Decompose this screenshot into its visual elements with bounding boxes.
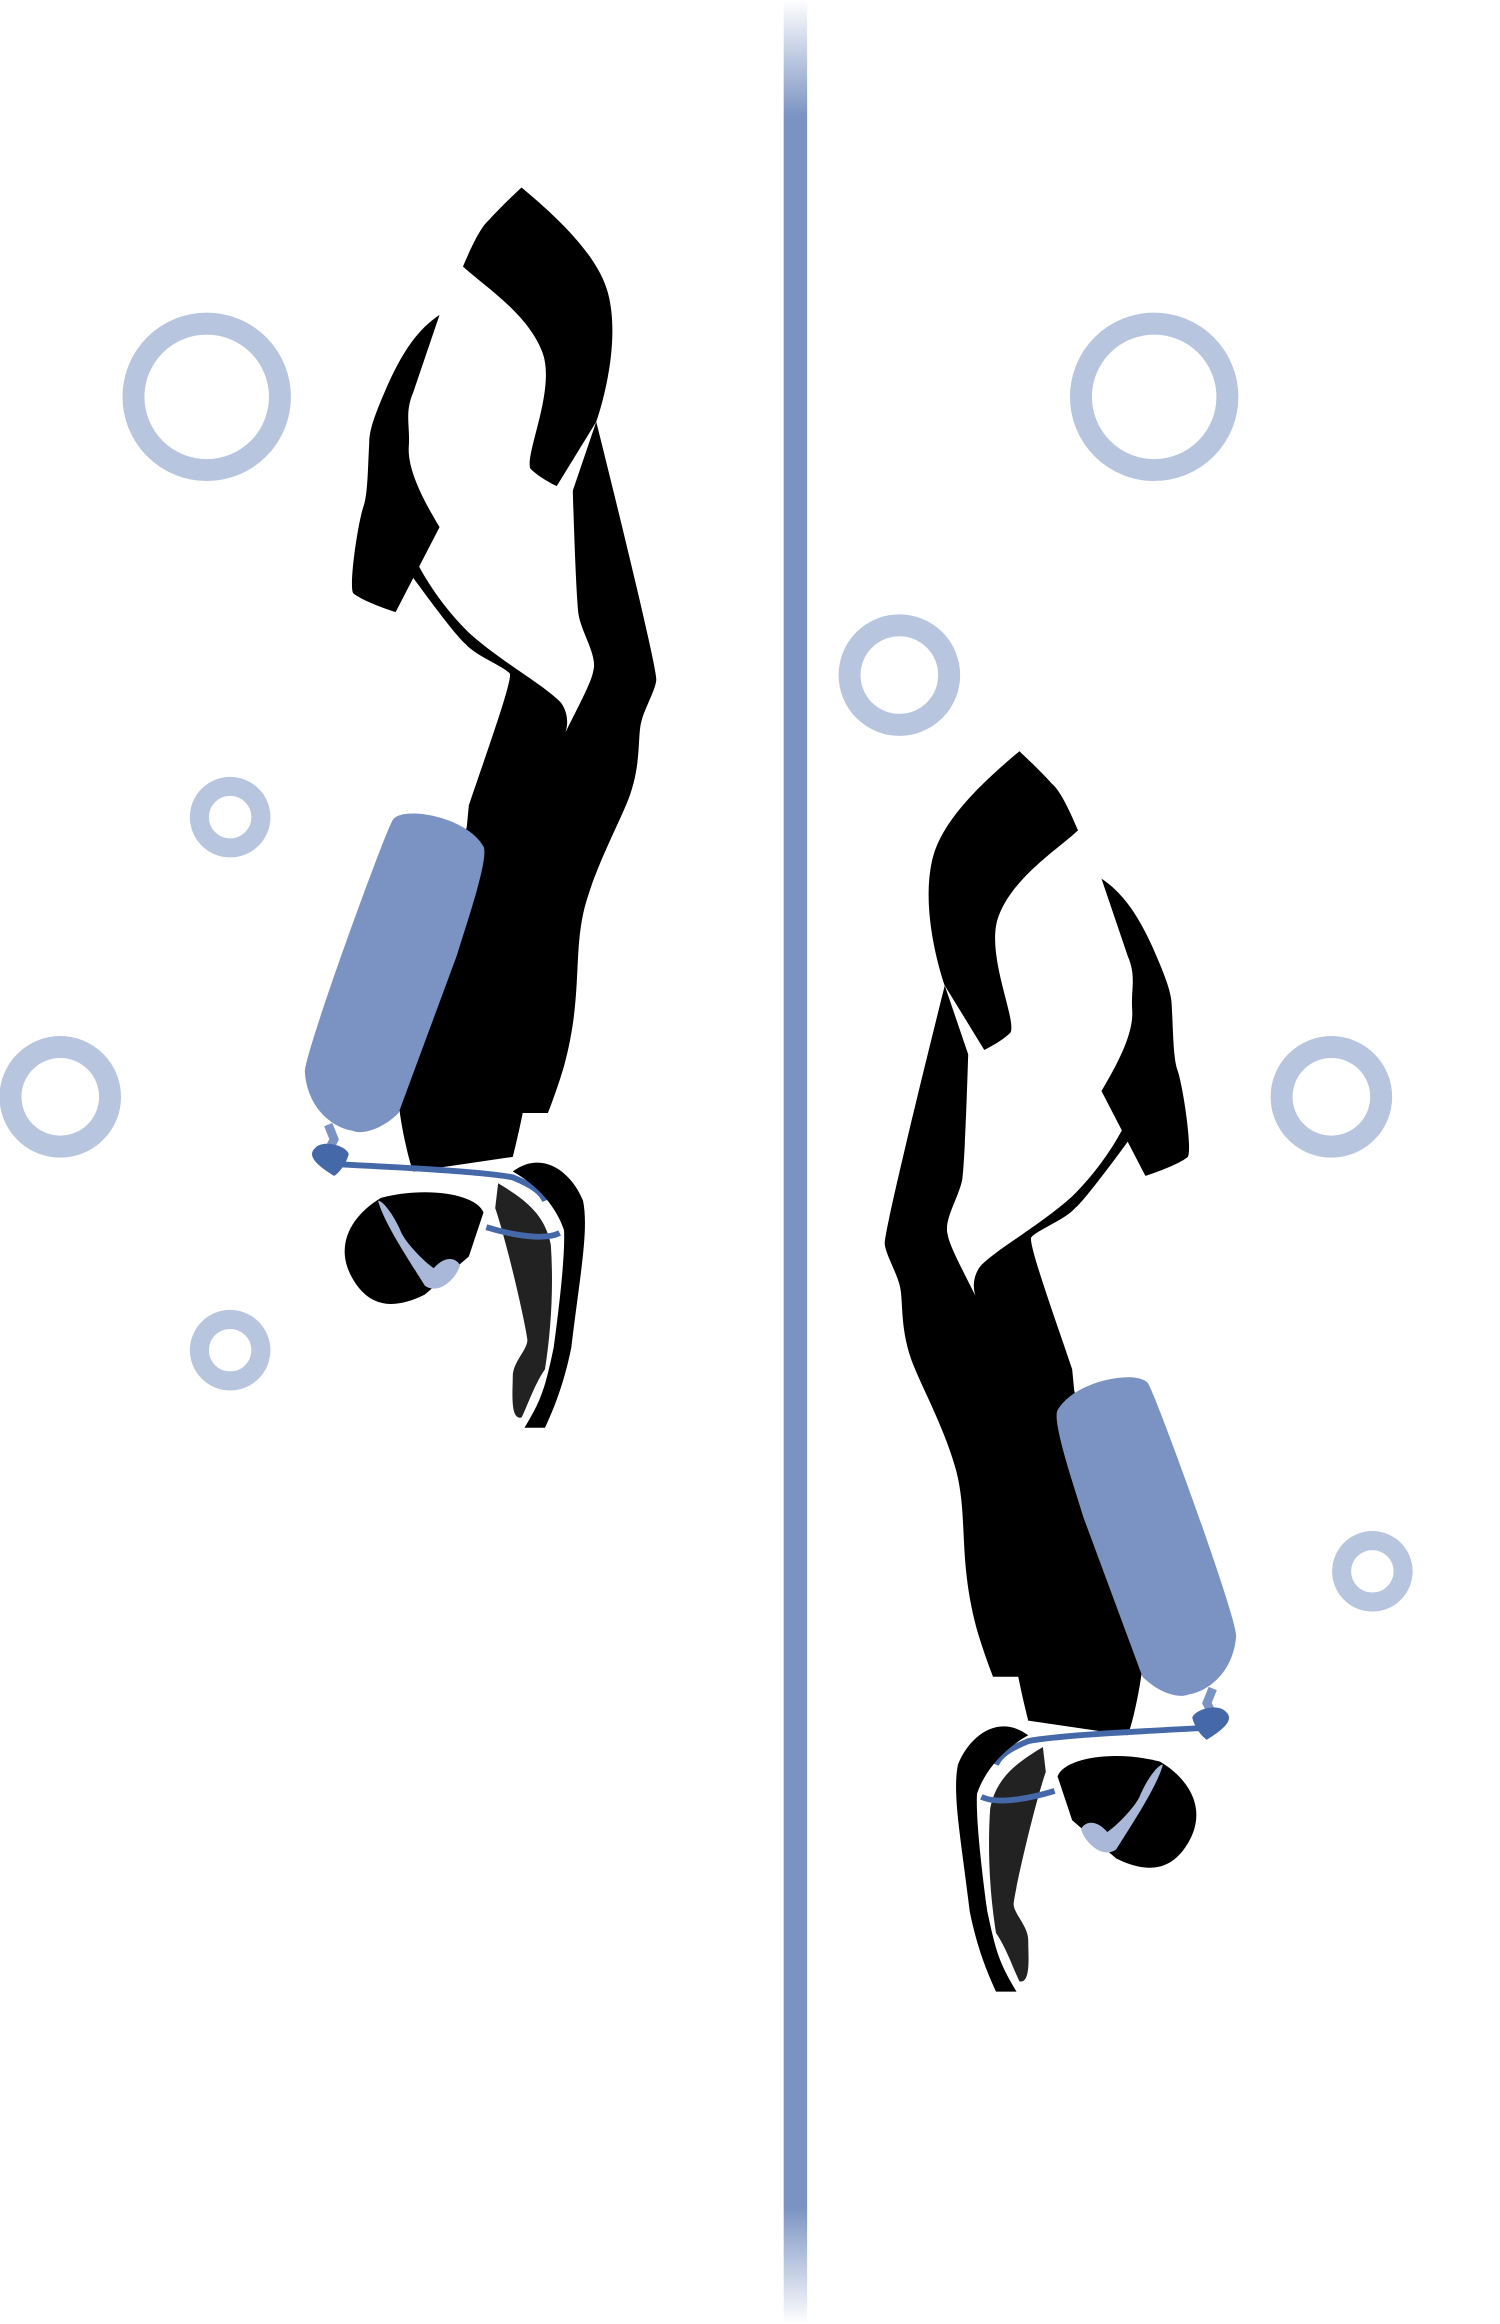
bubble [1069, 312, 1239, 482]
descent-rope [783, 0, 808, 2324]
left-diver [305, 187, 656, 1427]
bubble [122, 312, 291, 482]
bubble [1332, 1531, 1413, 1612]
right-diver [885, 751, 1236, 1991]
bubble [189, 1309, 271, 1391]
bubble [189, 776, 271, 858]
bubbles [0, 312, 1413, 1612]
bubble [0, 1036, 122, 1158]
bubble [1270, 1036, 1393, 1158]
bubble [838, 614, 961, 736]
